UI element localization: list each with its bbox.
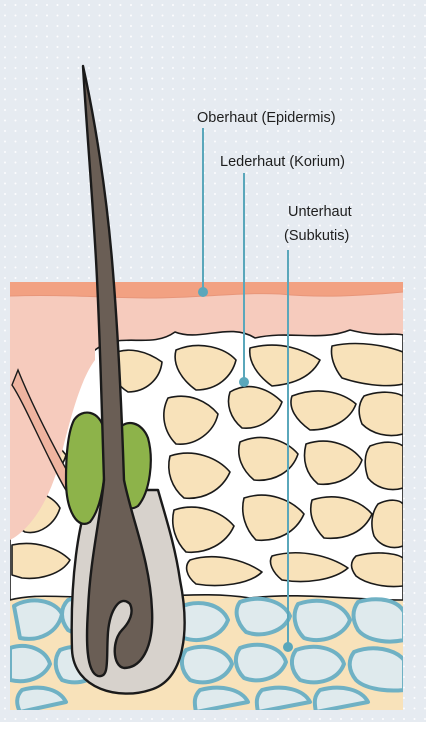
label-dermis: Lederhaut (Korium) [220, 154, 345, 170]
epidermis-marker [198, 287, 208, 297]
dermis-marker [239, 377, 249, 387]
label-epidermis: Oberhaut (Epidermis) [197, 110, 336, 126]
label-subcutis-line1: Unterhaut [288, 204, 352, 220]
label-subcutis-line2: (Subkutis) [284, 228, 349, 244]
subcutis-marker [283, 642, 293, 652]
